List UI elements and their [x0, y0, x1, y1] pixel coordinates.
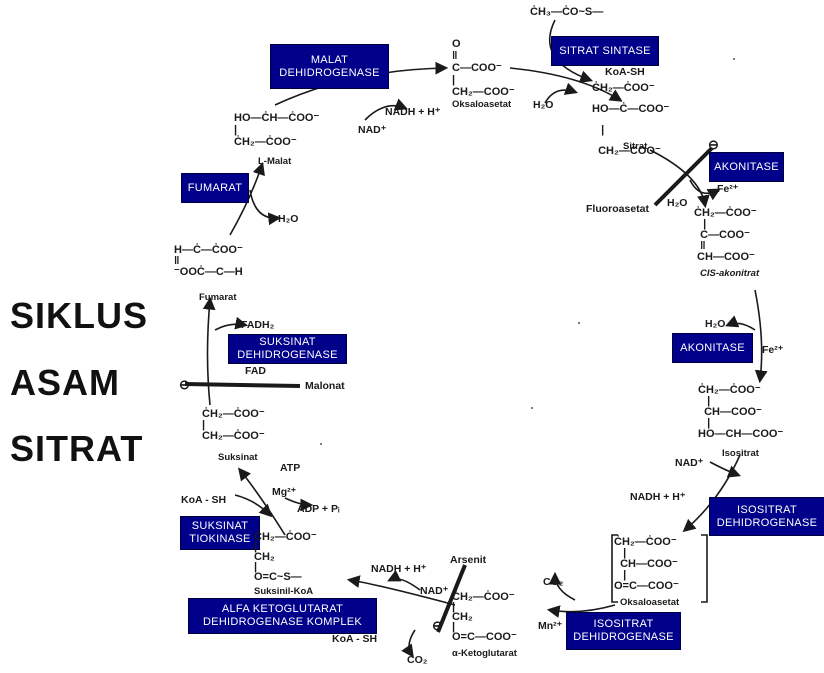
cis-akonitat-name: CIS-akonitrat — [700, 268, 760, 279]
fadh2-label: FADH₂ — [241, 319, 275, 331]
malat-name: L-Malat — [258, 156, 292, 167]
inhibitor-bar-fluoroasetat — [653, 146, 714, 207]
enzyme-suksinat-dehidrogenase: SUKSINAT DEHIDROGENASE — [228, 334, 347, 364]
nad-top-label: NAD⁺ — [358, 124, 387, 136]
arrow-co2-bottom — [401, 629, 416, 658]
enzyme-malat-dehidrogenase: MALAT DEHIDROGENASE — [270, 44, 389, 89]
scan-speck — [320, 443, 322, 445]
arrow-oksaloasetat-sitrat — [509, 67, 623, 102]
fe-2-label: Fe²⁺ — [762, 344, 784, 356]
nadh-top-label: NADH + H⁺ — [385, 106, 441, 118]
suksinil-coa-name: Suksinil-KoA — [254, 586, 314, 597]
sitrat-formula: ĊH₂—ĊOO⁻ HO—Ċ—COO⁻ | CH₂—COO⁻ — [592, 82, 670, 157]
isositrat-formula: ĊH₂—ĊOO⁻ | CH—COO⁻ | HO—CH—COO⁻ — [698, 384, 784, 440]
arsenit-label: Arsenit — [450, 554, 487, 566]
oksaloasetat-formula: O ‖ C—COO⁻ | CH₂—COO⁻ — [452, 38, 515, 98]
mn-label: Mn²⁺ — [538, 620, 563, 632]
suksinil-coa-formula: ĊH₂—ĊOO⁻ | CH₂ | O=C~S— — [254, 531, 317, 583]
arrow-nad-iso — [709, 461, 741, 478]
inhibitor-minus-icon-fluoroasetat: ⊖ — [708, 137, 719, 152]
suksinat-formula: ĊH₂—ĊOO⁻ | CH₂—ĊOO⁻ — [202, 408, 265, 442]
mg-label: Mg²⁺ — [272, 486, 297, 498]
h2o-akonitase-2-label: H₂O — [705, 318, 726, 330]
arrow-oksalosuksinat-ketoglutarat — [546, 604, 616, 618]
arrow-adp — [284, 497, 314, 512]
fe-1-label: Fe²⁺ — [717, 183, 739, 195]
enzyme-sitrat-sintase: SITRAT SINTASE — [551, 36, 659, 66]
adp-label: ADP + Pᵢ — [297, 503, 340, 515]
arrow-fadh2 — [214, 316, 249, 331]
sitrat-name: Sitrat — [623, 141, 648, 152]
inhibitor-bar-arsenit — [436, 564, 467, 633]
koa-sh-top-label: KoA-SH — [605, 66, 645, 78]
nadh-bottom-label: NADH + H⁺ — [371, 563, 427, 575]
fumarat-name: Fumarat — [199, 292, 237, 303]
arrow-h2o-top — [544, 82, 579, 104]
inhibitor-minus-icon-malonat: ⊖ — [179, 377, 190, 392]
arrow-isositrat-oksalosuksinat — [682, 454, 741, 533]
enzyme-akonitase-1: AKONITASE — [709, 152, 784, 182]
h2o-top-label: H₂O — [533, 99, 554, 111]
arrow-akonitat-isositrat — [754, 289, 768, 384]
title-word-3: SITRAT — [10, 428, 144, 469]
koa-sh-bottom-label: KoA - SH — [332, 633, 378, 645]
h2o-fumarat-label: H₂O — [278, 213, 299, 225]
enzyme-isositrat-dehidrogenase-1: ISOSITRAT DEHIDROGENASE — [709, 497, 824, 536]
bracket-right — [701, 534, 708, 603]
ketoglutarat-formula: ĊH₂—ĊOO⁻ | CH₂ | O=C—COO⁻ — [452, 591, 517, 643]
arrow-koa-left — [234, 494, 273, 518]
enzyme-akonitase-2: AKONITASE — [672, 333, 753, 363]
arrow-sitrat-akonitat — [649, 149, 710, 209]
enzyme-suksinat-tiokinase: SUKSINAT TIOKINASE — [180, 516, 260, 550]
atp-label: ATP — [280, 462, 301, 474]
oksaloasetat-name: Oksaloasetat — [452, 99, 512, 110]
title-word-2: ASAM — [10, 362, 120, 403]
co2-right-label: CO₂ — [543, 576, 564, 588]
scan-speck — [578, 322, 580, 324]
suksinat-name: Suksinat — [218, 452, 258, 463]
oksalosuksinat-formula: ĊH₂—ĊOO⁻ | CH—COO⁻ | O=C—COO⁻ — [614, 536, 679, 592]
enzyme-alfa-ketoglutarat-dh-komplek: ALFA KETOGLUTARAT DEHIDROGENASE KOMPLEK — [188, 598, 377, 634]
arrow-nadh-bottom — [387, 569, 421, 591]
arrow-ketoglutarat-suksinil — [346, 575, 456, 606]
bracket-left — [611, 534, 618, 603]
acetyl-coa-formula: ĊH₃—ĊO~S— — [530, 6, 604, 18]
arrow-h2o-fumarat — [249, 189, 282, 226]
malat-formula: HO—ĊH—ĊOO⁻ | ĊH₂—ĊOO⁻ — [234, 112, 320, 148]
cis-akonitat-formula: ĊH₂—ĊOO⁻ | C—COO⁻ ‖ CH—COO⁻ — [694, 207, 757, 263]
enzyme-fumarat: FUMARAT — [181, 173, 249, 203]
h2o-akonitase-label: H₂O — [667, 197, 688, 209]
koa-sh-left-label: KoA - SH — [181, 494, 227, 506]
fad-label: FAD — [245, 365, 266, 377]
nad-iso-label: NAD⁺ — [675, 457, 704, 469]
fluoroasetat-label: Fluoroasetat — [586, 203, 650, 215]
oksalosuksinat-name: Oksaloasetat — [620, 597, 680, 608]
enzyme-isositrat-dehidrogenase-2: ISOSITRAT DEHIDROGENASE — [566, 612, 681, 650]
fumarat-formula: H—Ċ—ĊOO⁻ ‖ ⁻OOĊ—C—H — [174, 244, 243, 278]
co2-bottom-label: CO₂ — [407, 654, 428, 666]
isositrat-name: Isositrat — [722, 448, 759, 459]
arrow-fe1 — [689, 179, 721, 201]
arrow-co2-right — [548, 571, 576, 601]
arrow-h2o-akon2 — [725, 315, 756, 331]
scan-speck — [733, 58, 735, 60]
scan-speck — [531, 407, 533, 409]
title-word-1: SIKLUS — [10, 295, 149, 336]
arrow-nad-top — [364, 98, 408, 121]
inhibitor-minus-icon-arsenit: ⊖ — [432, 618, 443, 633]
nad-bottom-label: NAD⁺ — [420, 585, 449, 597]
ketoglutarat-name: α-Ketoglutarat — [452, 648, 517, 659]
malonat-label: Malonat — [305, 380, 345, 392]
arrow-suksinat-fumarat — [202, 296, 216, 406]
inhibitor-bar-malonat — [184, 382, 301, 388]
arrow-suksinil-suksinat — [238, 467, 286, 536]
nadh-iso-label: NADH + H⁺ — [630, 491, 686, 503]
